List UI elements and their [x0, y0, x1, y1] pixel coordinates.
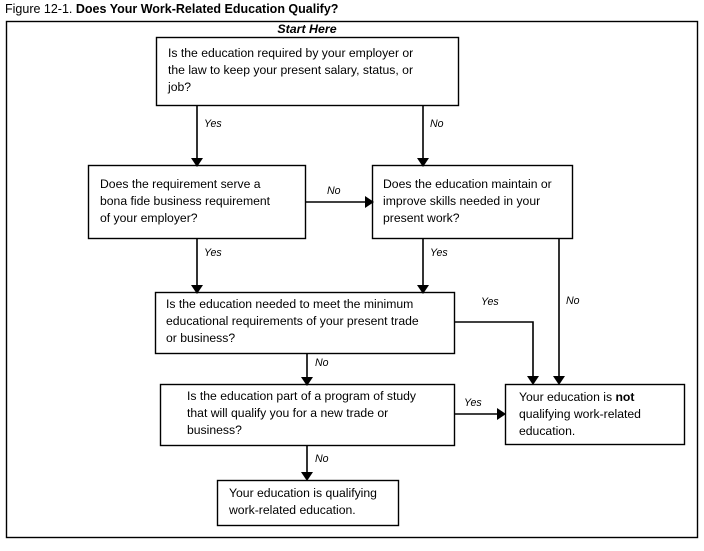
node-outcome-not-qualifying-line3: education. — [519, 424, 575, 438]
node-q1-line2: the law to keep your present salary, sta… — [168, 63, 413, 77]
node-q4-box[interactable] — [154, 291, 456, 355]
edge-q4-yes-arrowhead — [527, 376, 539, 385]
edge-label-q5-no: No — [315, 453, 329, 465]
node-outcome-not-qualifying-line2: qualifying work-related — [519, 407, 641, 421]
node-outcome-qualifying-line1: Your education is qualifying — [229, 486, 377, 500]
edge-q3-yes-arrowhead — [417, 285, 429, 294]
edge-label-q5-yes: Yes — [464, 397, 482, 409]
figure-title: Figure 12-1. Does Your Work-Related Educ… — [5, 1, 338, 17]
node-outcome-qualifying-line2: work-related education. — [228, 503, 356, 517]
edge-label-q1-yes: Yes — [204, 118, 222, 130]
edge-q1-yes-arrowhead — [191, 158, 203, 167]
node-q5-line1: Is the education part of a program of st… — [187, 389, 417, 403]
edge-label-q3-no: No — [566, 295, 580, 307]
edge-label-q4-no: No — [315, 357, 329, 369]
edge-q3-no-arrowhead — [553, 376, 565, 385]
node-outcome-not-qualifying-box[interactable] — [504, 383, 686, 446]
outcome-not-prefix: Your education is — [519, 390, 615, 404]
edge-q2-yes-arrowhead — [191, 285, 203, 294]
node-q4-line1: Is the education needed to meet the mini… — [166, 297, 413, 311]
edge-q5-yes-arrowhead — [497, 408, 506, 420]
edge-q5-no-arrowhead — [301, 472, 313, 481]
node-q4-line2: educational requirements of your present… — [166, 314, 419, 328]
edge-q1-no-arrowhead — [417, 158, 429, 167]
node-q4-line3: or business? — [166, 331, 235, 345]
node-q1-line1: Is the education required by your employ… — [168, 46, 413, 60]
edge-label-q4-yes: Yes — [481, 296, 499, 308]
node-q5-line2: that will qualify you for a new trade or — [187, 406, 388, 420]
outcome-not-emphasis: not — [615, 390, 634, 404]
edge-q4-yes-line — [454, 321, 534, 376]
node-q2-line3: of your employer? — [100, 211, 198, 225]
figure-title-text: Does Your Work-Related Education Qualify… — [75, 2, 339, 16]
node-q3-box[interactable] — [371, 164, 574, 240]
node-outcome-qualifying-box[interactable] — [216, 479, 400, 527]
edge-label-q2-no: No — [327, 185, 341, 197]
node-q3-line1: Does the education maintain or — [383, 177, 552, 191]
node-q3-line3: present work? — [383, 211, 460, 225]
start-here-label: Start Here — [277, 22, 336, 36]
node-outcome-not-qualifying-line1: Your education is not — [519, 390, 634, 404]
node-q5-line3: business? — [187, 423, 242, 437]
node-q2-line2: bona fide business requirement — [100, 194, 271, 208]
edge-label-q1-no: No — [430, 118, 444, 130]
figure-number: Figure 12-1. — [5, 2, 73, 16]
node-q3-line2: improve skills needed in your — [383, 194, 540, 208]
edge-label-q3-yes: Yes — [430, 247, 448, 259]
node-q1-box[interactable] — [155, 36, 460, 107]
figure-frame — [5, 20, 699, 539]
edge-q4-no-arrowhead — [301, 377, 313, 386]
node-q1-line3: job? — [167, 80, 191, 94]
edge-q2-no-arrowhead — [365, 196, 374, 208]
node-q2-line1: Does the requirement serve a — [100, 177, 261, 191]
edge-label-q2-yes: Yes — [204, 247, 222, 259]
